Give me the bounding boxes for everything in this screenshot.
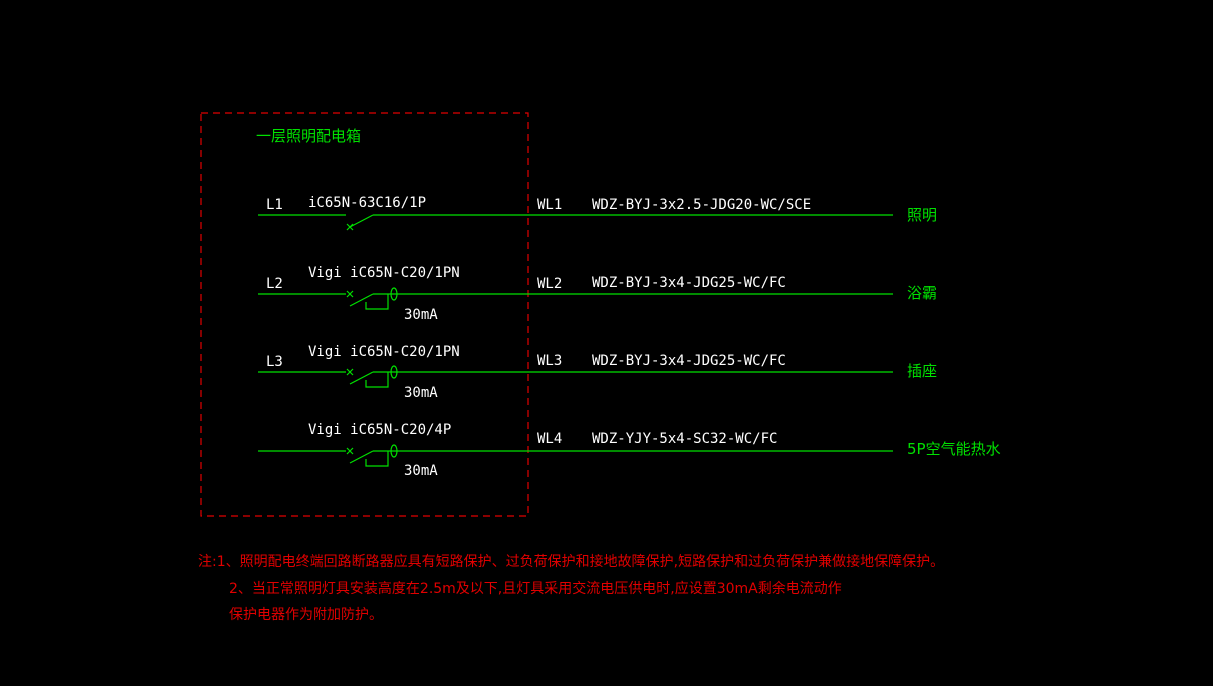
cable-label: WDZ-BYJ-3x4-JDG25-WC/FC — [592, 353, 786, 369]
rcd-link — [365, 294, 389, 310]
rcd-label: 30mA — [404, 385, 438, 401]
cable-label: WDZ-YJY-5x4-SC32-WC/FC — [592, 431, 777, 447]
circuit-1: L1 iC65N-63C16/1P WL1 WDZ-BYJ-3x2.5-JDG2… — [258, 195, 937, 231]
load-label: 浴霸 — [907, 284, 937, 302]
cable-label: WDZ-BYJ-3x4-JDG25-WC/FC — [592, 275, 786, 291]
breaker-contact — [349, 450, 374, 464]
wl-label: WL1 — [537, 197, 562, 213]
breaker-cross — [346, 447, 354, 455]
load-label: 5P空气能热水 — [907, 440, 1001, 458]
breaker-label: Vigi iC65N-C20/1PN — [308, 265, 460, 281]
rcd-label: 30mA — [404, 307, 438, 323]
phase-label: L2 — [266, 276, 283, 292]
circuit-4: Vigi iC65N-C20/4P 30mA WL4 WDZ-YJY-5x4-S… — [258, 422, 1001, 479]
cable-label: WDZ-BYJ-3x2.5-JDG20-WC/SCE — [592, 197, 811, 213]
breaker-cross — [346, 223, 354, 231]
circuit-3: L3 Vigi iC65N-C20/1PN 30mA WL3 WDZ-BYJ-3… — [258, 344, 937, 401]
panel-title: 一层照明配电箱 — [256, 127, 361, 145]
load-label: 插座 — [907, 362, 937, 380]
breaker-label: Vigi iC65N-C20/1PN — [308, 344, 460, 360]
breaker-contact — [349, 293, 374, 307]
circuit-2: L2 Vigi iC65N-C20/1PN 30mA WL2 WDZ-BYJ-3… — [258, 265, 937, 323]
load-label: 照明 — [907, 206, 937, 224]
note-line-2: 2、当正常照明灯具安装高度在2.5m及以下,且灯具采用交流电压供电时,应设置30… — [229, 580, 842, 597]
breaker-contact — [349, 371, 374, 385]
note-line-3: 保护电器作为附加防护。 — [229, 607, 383, 623]
note-line-1: 注:1、照明配电终端回路断路器应具有短路保护、过负荷保护和接地故障保护,短路保护… — [198, 553, 944, 570]
breaker-contact — [349, 214, 374, 228]
panel-frame — [200, 112, 529, 517]
wl-label: WL2 — [537, 276, 562, 292]
phase-label: L3 — [266, 354, 283, 370]
rcd-link — [365, 372, 389, 388]
breaker-label: Vigi iC65N-C20/4P — [308, 422, 451, 438]
breaker-cross — [346, 368, 354, 376]
phase-label: L1 — [266, 197, 283, 213]
wl-label: WL4 — [537, 431, 562, 447]
wl-label: WL3 — [537, 353, 562, 369]
rcd-link — [365, 451, 389, 467]
notes: 注:1、照明配电终端回路断路器应具有短路保护、过负荷保护和接地故障保护,短路保护… — [198, 553, 944, 623]
rcd-label: 30mA — [404, 463, 438, 479]
breaker-label: iC65N-63C16/1P — [308, 195, 426, 211]
breaker-cross — [346, 290, 354, 298]
